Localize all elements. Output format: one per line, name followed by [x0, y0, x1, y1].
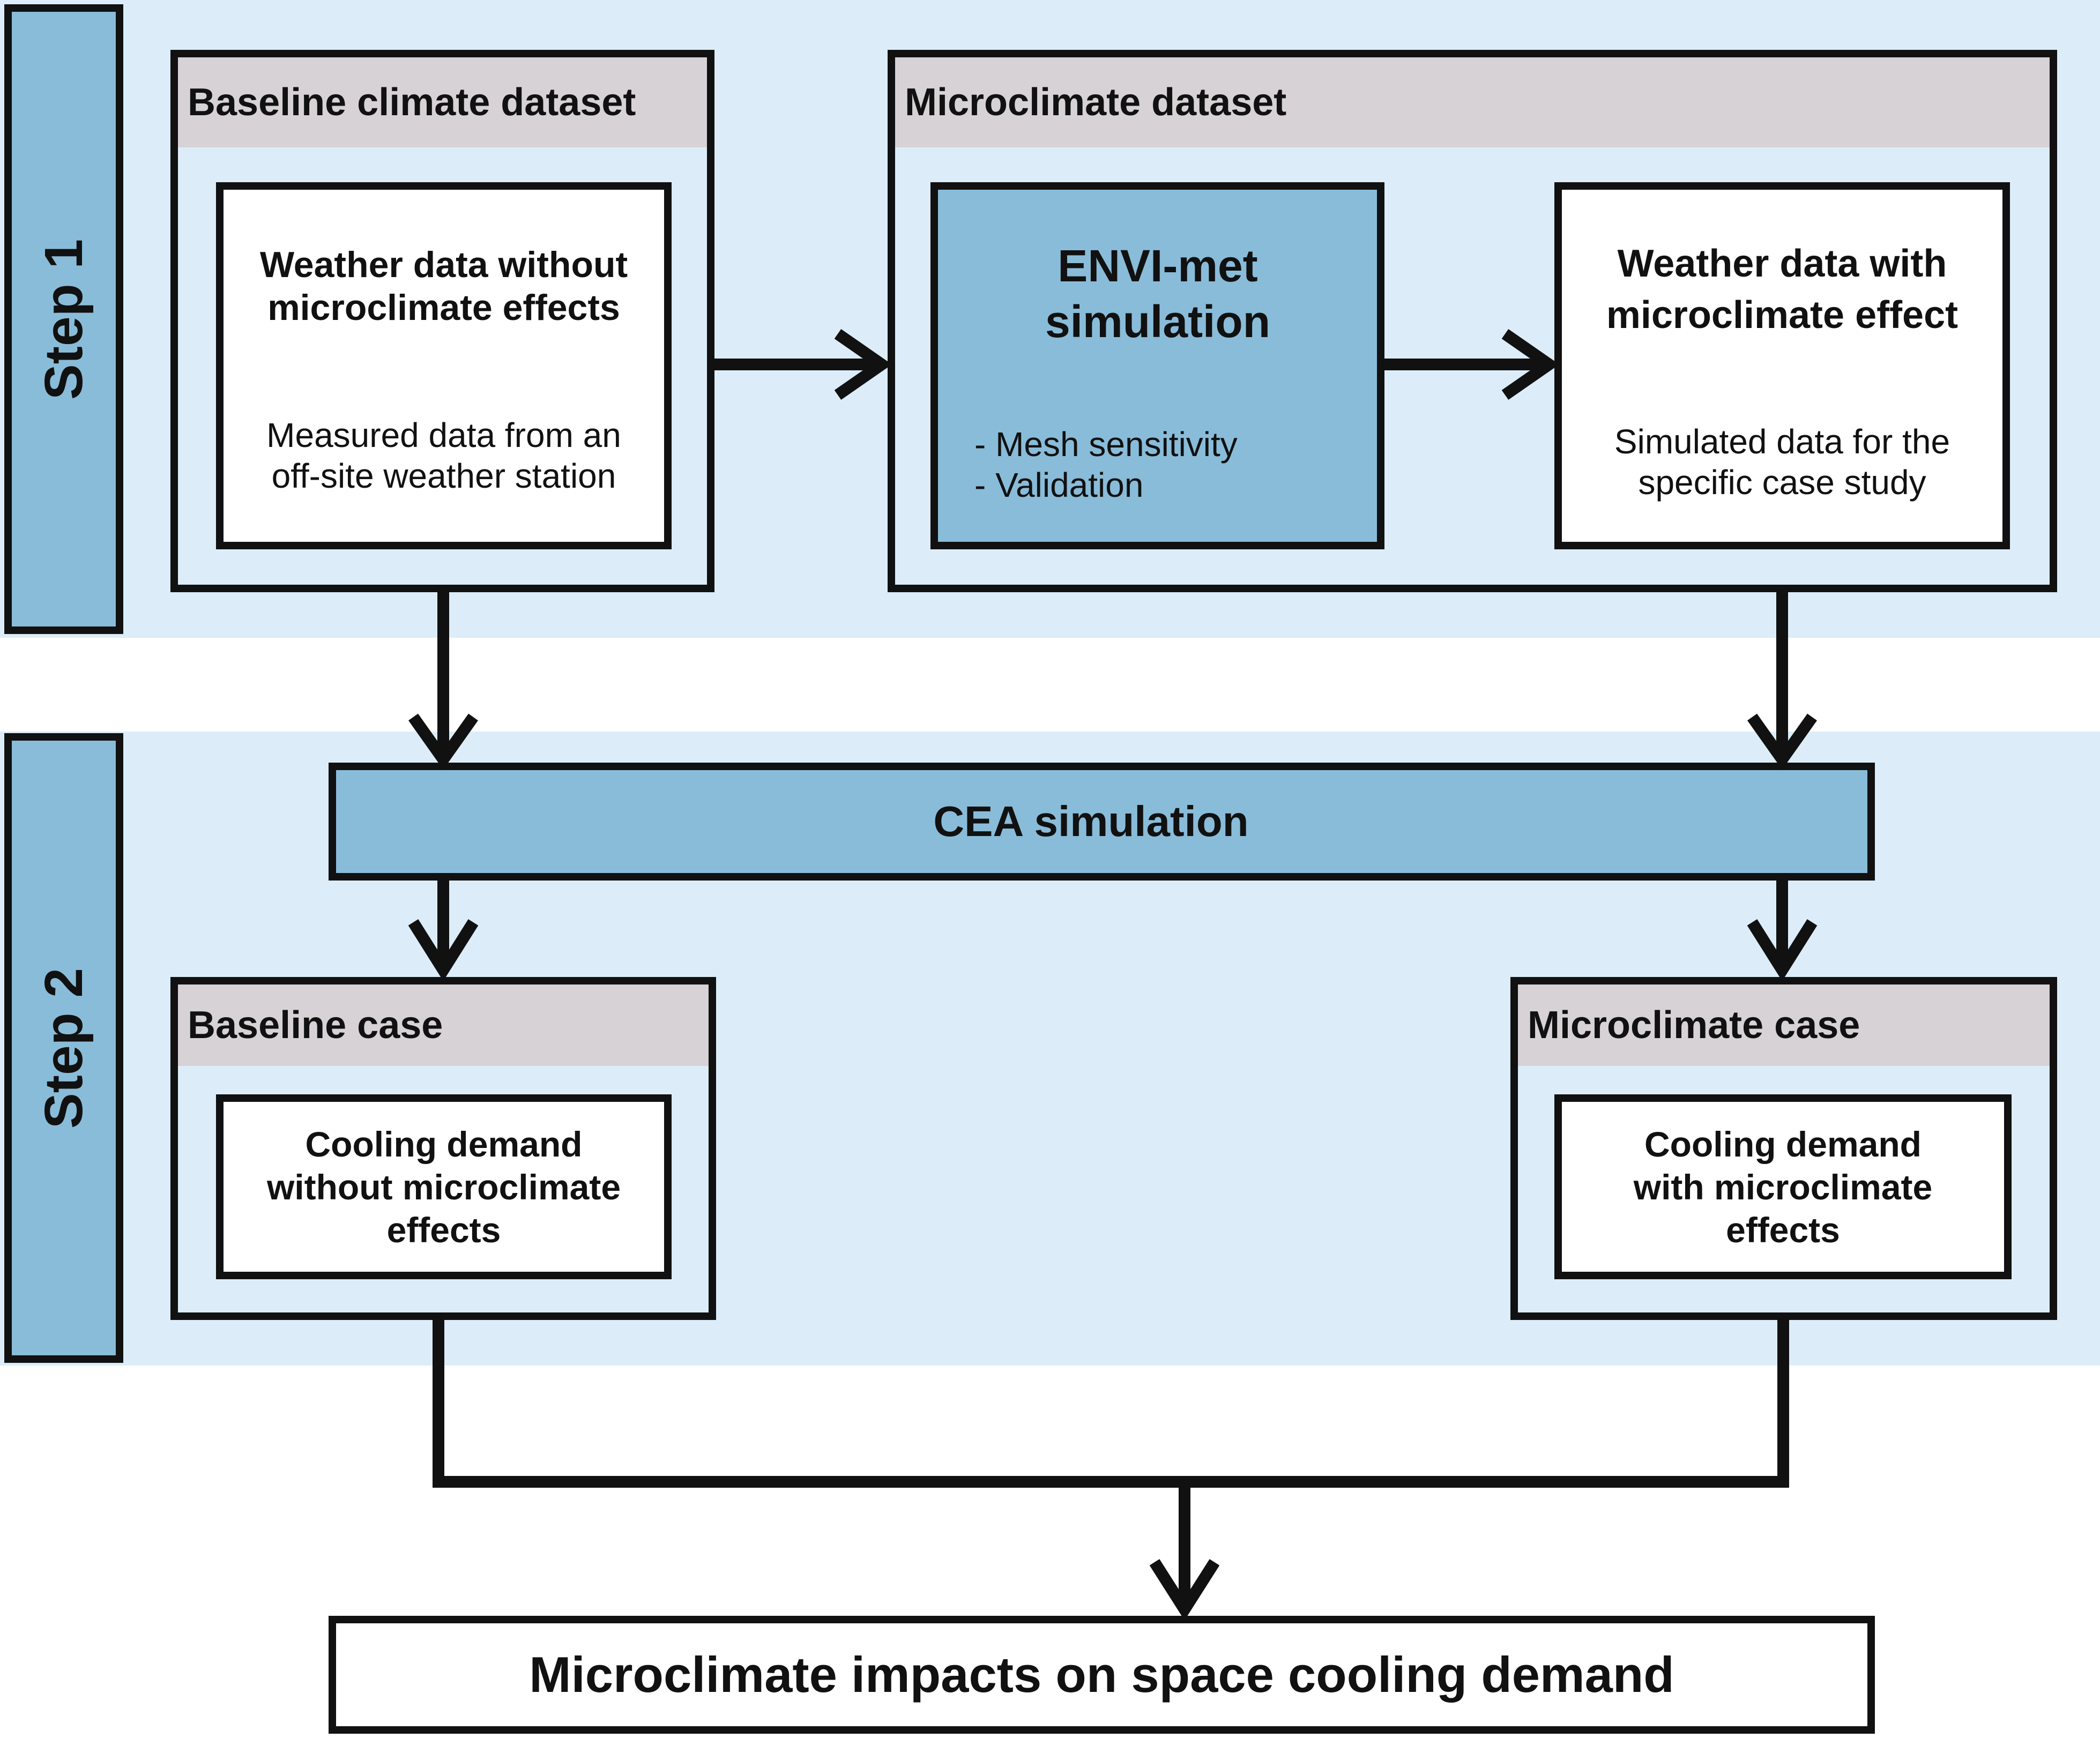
weather-without-microclimate-box: Weather data without microclimate effect… [216, 182, 672, 549]
baseline-case-title: Baseline case [178, 984, 709, 1066]
arrowhead-merge-to-result [1149, 1559, 1220, 1621]
weather-with-microclimate-text: Simulated data for the specific case stu… [1614, 422, 1950, 502]
envimet-item-mesh: - Mesh sensitivity [974, 425, 1238, 464]
envimet-simulation-box: ENVI-met simulation - Mesh sensitivity -… [930, 182, 1384, 549]
microclimate-case-title: Microclimate case [1518, 984, 2050, 1066]
envimet-simulation-title: ENVI-met simulation [1045, 241, 1271, 347]
step1-tab: Step 1 [4, 4, 123, 634]
weather-with-microclimate-box: Weather data with microclimate effect Si… [1554, 182, 2010, 549]
arrowhead-baseline-to-envimet [834, 329, 892, 400]
cooling-demand-without-box: Cooling demand without microclimate effe… [216, 1094, 672, 1279]
result-box: Microclimate impacts on space cooling de… [329, 1616, 1875, 1734]
envimet-item-validation: - Validation [974, 466, 1144, 504]
weather-with-microclimate-title: Weather data with microclimate effect [1606, 242, 1958, 337]
step2-tab: Step 2 [4, 733, 123, 1363]
arrowhead-cea-to-microclimate-case [1747, 919, 1818, 981]
arrowhead-envimet-to-weather [1501, 329, 1560, 400]
arrowhead-microclimate-to-cea [1747, 713, 1817, 770]
cea-simulation-bar: CEA simulation [329, 763, 1875, 881]
microclimate-dataset-title: Microclimate dataset [895, 57, 2050, 147]
cooling-demand-without-text: Cooling demand without microclimate effe… [266, 1124, 621, 1250]
cooling-demand-with-box: Cooling demand with microclimate effects [1554, 1094, 2012, 1279]
arrowhead-baseline-to-cea [408, 713, 478, 770]
cooling-demand-with-text: Cooling demand with microclimate effects [1633, 1124, 1933, 1250]
arrowhead-cea-to-baseline-case [408, 919, 479, 981]
weather-without-microclimate-title: Weather data without microclimate effect… [259, 244, 628, 328]
cea-simulation-label: CEA simulation [933, 797, 1249, 845]
result-label: Microclimate impacts on space cooling de… [529, 1646, 1674, 1703]
baseline-climate-dataset-title: Baseline climate dataset [178, 57, 707, 147]
merge-line [433, 1320, 1789, 1488]
weather-without-microclimate-text: Measured data from an off-site weather s… [266, 416, 621, 495]
